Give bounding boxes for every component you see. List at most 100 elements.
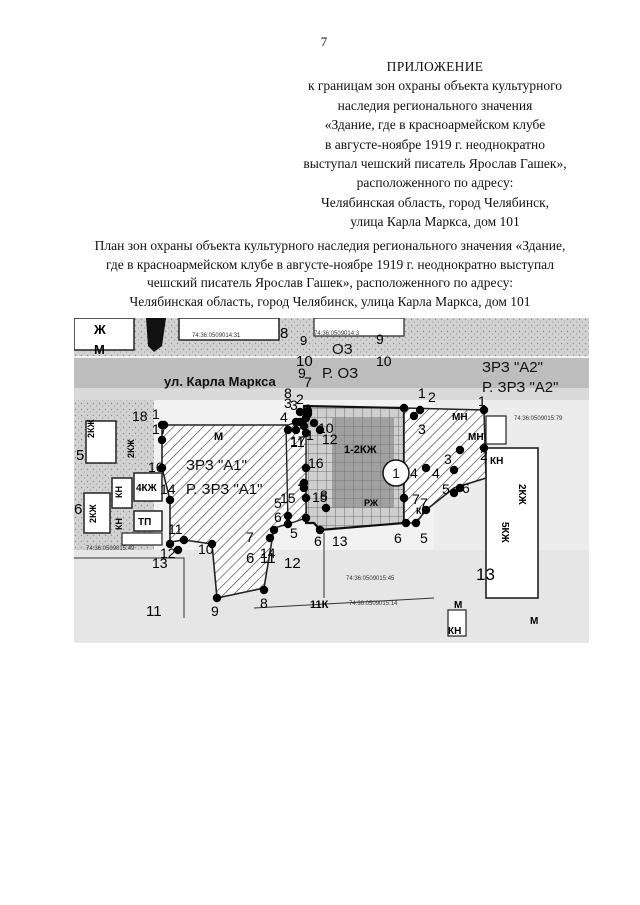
building-label: КН [114,486,124,498]
appendix-line: Челябинская область, город Челябинск, [320,194,550,210]
boundary-point [301,413,311,423]
building-label: 11К [310,599,329,611]
boundary-point-label: 10 [198,541,214,557]
zone-label-r-oz: Р. ОЗ [322,365,358,382]
building-label: М [454,600,462,611]
boundary-point [173,545,183,555]
zone-label-zrz-a2: ЗРЗ "А2" [482,359,543,376]
parcel-number: 10 [376,353,392,369]
boundary-point-label: 13 [332,533,348,549]
boundary-point [259,585,269,595]
boundary-point-label: 6 [462,480,470,496]
boundary-point-label: 1 [152,406,160,422]
parcel-number: 11 [260,550,276,567]
parcel-line [253,597,435,609]
right-building-kn [485,415,507,445]
cadastral-number: 74:36:0509014:3 [314,331,360,337]
boundary-point-label: 18 [132,408,148,424]
building-label: 4КЖ [136,483,158,494]
building-label: 5КЖ [499,522,510,544]
boundary-point-label: 1 [478,393,486,409]
boundary-point [301,463,311,473]
boundary-point [295,407,305,417]
boundary-point [415,405,425,415]
object-marker-label: 1 [392,465,400,481]
boundary-point-label: 7 [304,374,312,390]
building-label: КН [490,456,503,467]
boundary-point-label: 15 [312,489,328,505]
transformer-building [133,510,163,532]
top-right-building [313,317,405,337]
boundary-point-label: 14 [260,545,276,561]
building-label: 2КЖ [126,439,136,458]
building-label: МН [452,412,468,423]
page-number: 7 [320,34,328,49]
left-building-2kzh [85,420,117,464]
building-label: РЖ [364,498,379,508]
appendix-line: наследия регионального значения [337,97,533,113]
boundary-point-label: 11 [290,434,305,450]
parcel-number: 12 [284,555,301,572]
boundary-point-label: 2 [480,447,488,463]
boundary-point [299,421,309,431]
parcel-number: 9 [300,333,307,348]
boundary-point-label: 14 [160,481,176,497]
boundary-point-label: 5 [420,530,428,546]
caption-line: где в красноармейском клубе в августе-но… [105,256,555,272]
caption-line: Челябинская область, город Челябинск, ул… [129,293,531,309]
building-label: КН [114,518,124,530]
boundary-point [455,445,465,455]
boundary-point-label: 7 [246,529,254,545]
top-left-building [73,317,135,351]
appendix-line: улица Карла Маркса, дом 101 [350,214,520,230]
boundary-point-label: 9 [211,603,219,619]
zone-label-oz: ОЗ [332,341,353,358]
boundary-point [179,535,189,545]
boundary-point-label: 3 [290,397,298,413]
plan-caption: План зон охраны объекта культурного насл… [40,237,620,311]
boundary-point-label: 12 [322,431,338,447]
street-label: ул. Карла Маркса [164,374,276,389]
boundary-point-label: 4 [410,465,418,481]
right-building-2kzh-5kzh [485,447,539,599]
building-label: 1-2КЖ [344,444,377,456]
boundary-point [157,420,167,430]
parcel-line [74,557,185,618]
boundary-point-label: 7 [420,495,428,511]
cadastral-number: 74:36:0509015:45 [346,576,395,582]
sidewalk-band [74,388,589,400]
zone-plan-map: 1 74:36:0509014:31 74:36:0509014:3 74:36… [73,317,589,643]
boundary-point-label: 8 [260,595,268,611]
boundary-point-label: 5 [290,525,298,541]
appendix-line: выступал чешский писатель Ярослав Гашек»… [303,156,567,172]
boundary-point [321,503,331,513]
boundary-point-label: 5 [274,495,282,511]
parcel-number: 8 [280,325,288,342]
caption-line: План зон охраны объекта культурного насл… [94,238,566,253]
boundary-point-label: 15 [280,490,296,506]
boundary-point-label: 4 [280,409,288,425]
boundary-point-label: 3 [284,395,292,411]
building-label: М [530,616,538,627]
building-label: М [214,431,223,443]
object-building [332,418,394,508]
boundary-point-label: 2 [296,391,304,407]
map-svg: 1 74:36:0509014:31 74:36:0509014:3 74:36… [73,317,589,643]
boundary-point [207,539,217,549]
boundary-point-label: 2 [428,389,436,405]
boundary-point [303,406,313,416]
cadastral-number: 74:36:0509015:79 [514,416,563,422]
boundary-point-label: 8 [284,385,292,401]
appendix-line: расположенного по адресу: [356,175,514,191]
boundary-point [299,483,309,493]
boundary-point [315,425,325,435]
boundary-point [455,483,465,493]
parcel-number: 6 [74,501,82,518]
top-mid-building [178,317,280,341]
left-building-kn [111,477,133,509]
boundary-point [479,405,489,415]
boundary-point [449,465,459,475]
boundary-point [283,519,293,529]
boundary-point-label: 6 [314,533,322,549]
boundary-point-label: 4 [432,465,440,481]
